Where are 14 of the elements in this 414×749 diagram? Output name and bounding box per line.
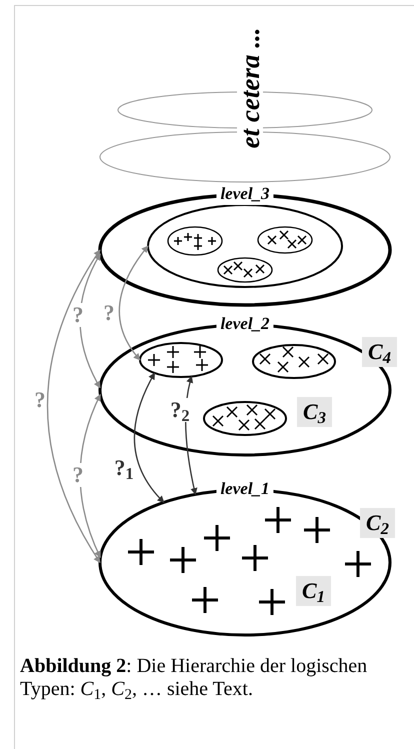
curved-arrow (80, 394, 101, 558)
curved-arrow (46, 249, 101, 564)
curved-arrow (118, 245, 149, 361)
class-label: C$_{2}$ (360, 508, 395, 538)
curved-arrow (79, 253, 101, 388)
edge-label: ?$_{2}$ (169, 398, 191, 422)
edge-label: ? (72, 463, 84, 487)
curved-arrow (134, 372, 164, 503)
class-label: C$_{4}$ (362, 337, 397, 367)
class-label: C$_{1}$ (296, 576, 331, 606)
edge-label: ? (72, 303, 84, 327)
class-label: C$_{3}$ (297, 397, 332, 427)
figure-caption: Abbildung 2: Die Hierarchie der logischen Typen: C$_{1}$, C$_{2}$, … siehe Text. (20, 655, 368, 701)
curved-arrow (185, 376, 198, 496)
